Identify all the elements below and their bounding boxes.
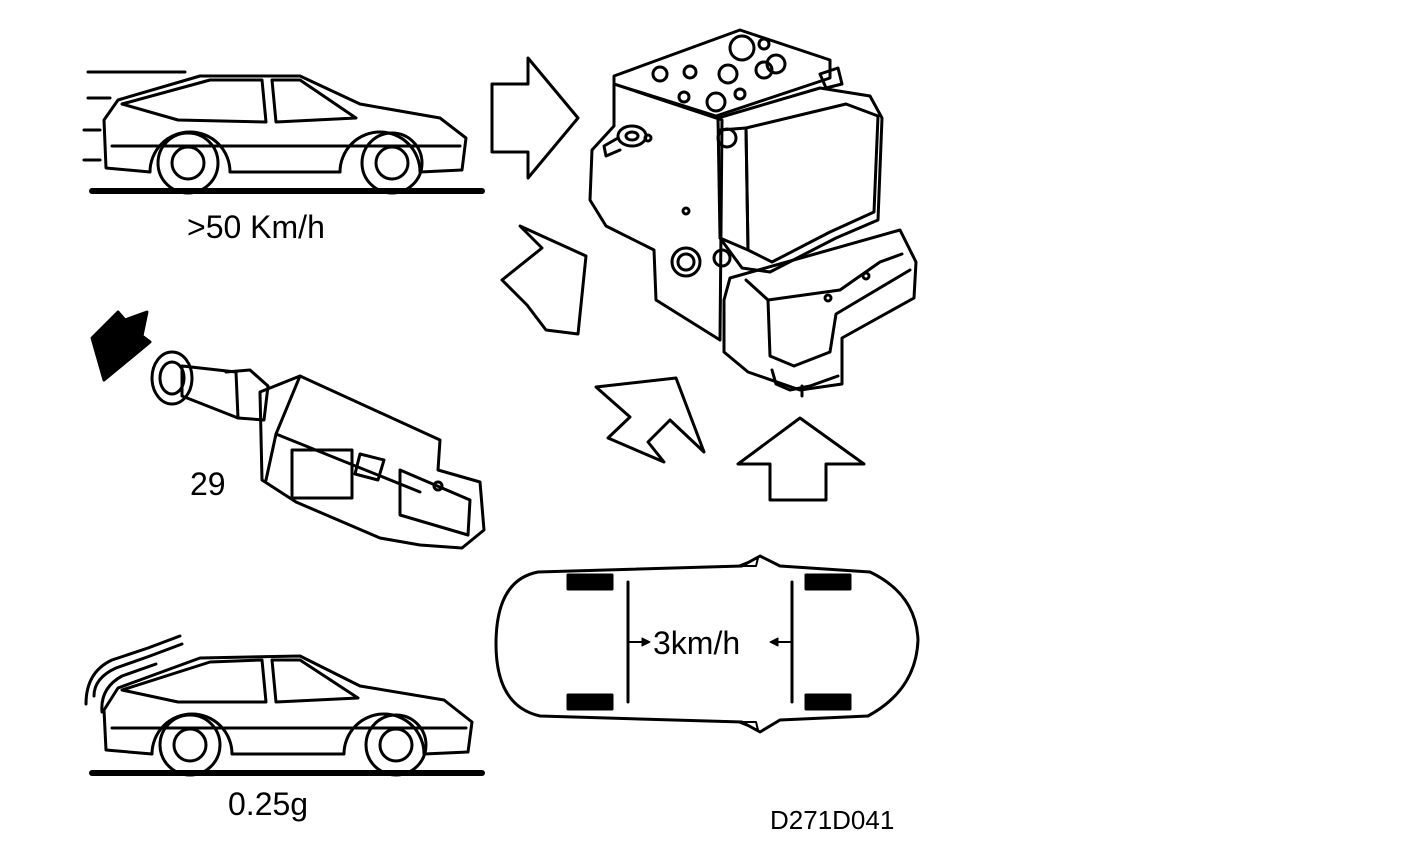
motion-line <box>92 642 184 698</box>
wheel-front-left <box>804 573 852 591</box>
valve-block-side <box>588 82 724 342</box>
rear-wheel <box>156 131 220 195</box>
car-windows <box>120 78 358 124</box>
switch-body <box>258 374 486 550</box>
wheel-speed-difference-label: 3km/h <box>653 625 740 661</box>
figure-code-label: D271D041 <box>770 805 894 835</box>
car-deceleration-illustration <box>84 634 474 777</box>
push-arrow <box>90 310 152 382</box>
deceleration-label: 0.25g <box>228 786 308 822</box>
connector-housing <box>722 228 918 392</box>
car-windows <box>120 658 360 704</box>
arrow-wheel-to-abs-left <box>594 376 706 464</box>
speed-label: >50 Km/h <box>187 209 325 245</box>
wheel-front-right <box>804 693 852 711</box>
motion-line <box>100 662 158 714</box>
rear-wheel <box>158 713 222 777</box>
car-top-view <box>494 554 920 734</box>
arrow-switch-to-abs <box>500 224 588 336</box>
motion-line <box>84 634 182 706</box>
wheel-rear-left <box>566 573 614 591</box>
control-module <box>716 86 884 274</box>
wheel-rear-right <box>566 693 614 711</box>
arrow-speed-to-abs <box>490 56 580 180</box>
front-wheel <box>360 131 424 195</box>
front-wheel <box>364 713 428 777</box>
brake-light-switch <box>150 350 486 550</box>
car-speed-illustration <box>82 70 468 195</box>
valve-block-top <box>612 28 832 118</box>
arrow-wheel-to-abs-right <box>736 416 866 502</box>
abs-hydraulic-unit <box>588 28 918 398</box>
car-outline-top-view <box>494 554 920 734</box>
switch-number-label: 29 <box>190 466 226 502</box>
